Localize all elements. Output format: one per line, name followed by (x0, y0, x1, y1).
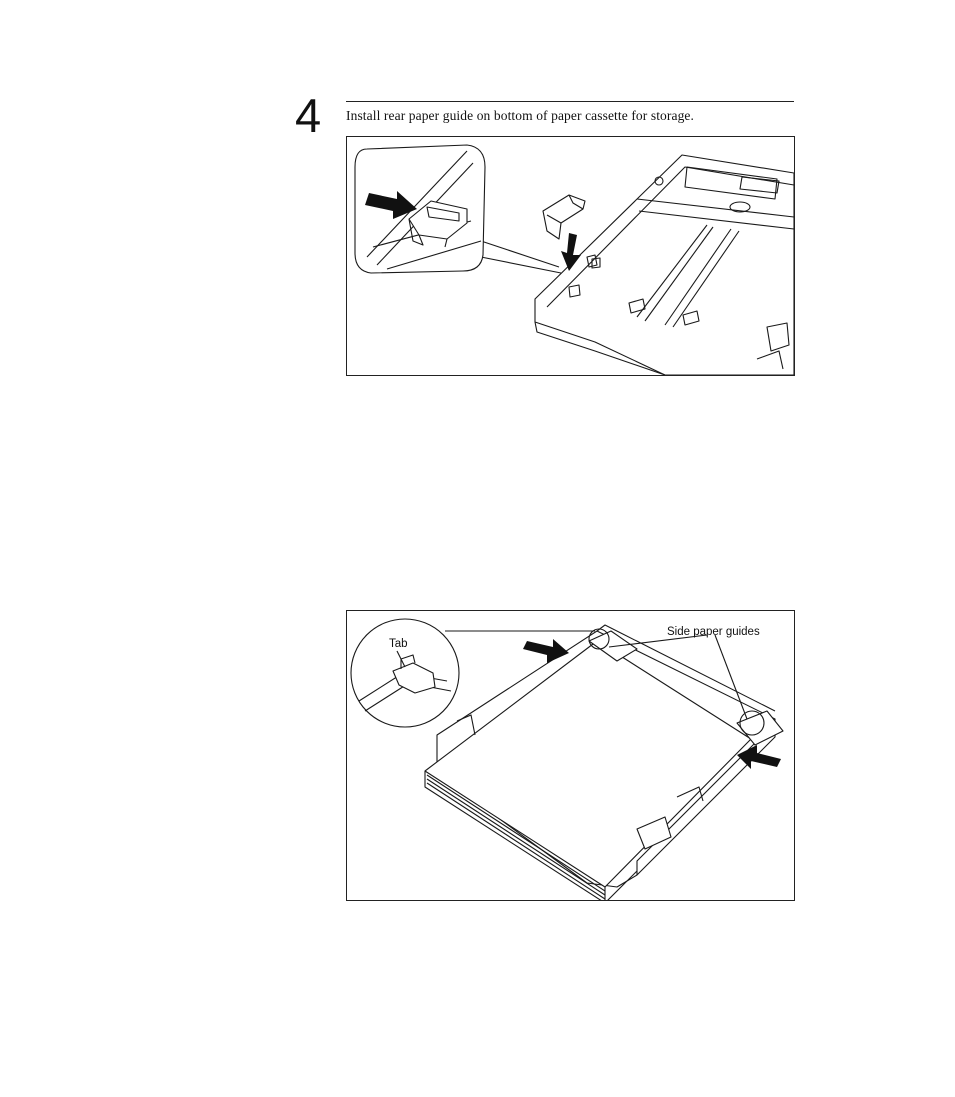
figure-side-paper-guides: Tab Side paper guides (346, 610, 795, 901)
cassette-paper-illustration: Tab Side paper guides (347, 611, 794, 900)
step-number: 4 (295, 92, 321, 139)
figure-install-rear-guide (346, 136, 795, 376)
header-rule (346, 101, 794, 102)
cassette-bottom-illustration (347, 137, 794, 375)
tab-label: Tab (389, 638, 408, 650)
side-guides-label: Side paper guides (667, 626, 760, 638)
step-instruction: Install rear paper guide on bottom of pa… (346, 108, 694, 124)
